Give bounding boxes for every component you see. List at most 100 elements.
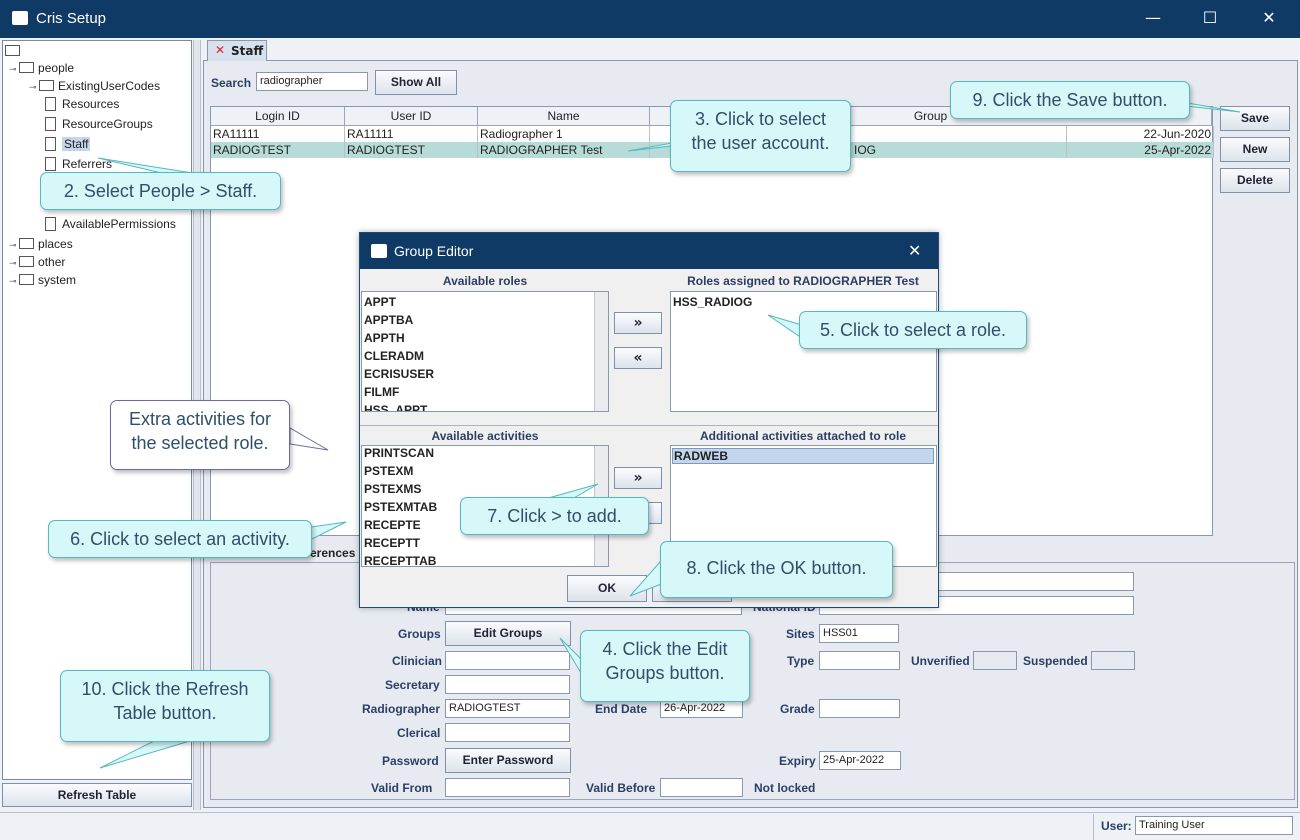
list-item[interactable]: RECEPTE <box>364 518 421 532</box>
valid-from-field[interactable] <box>445 778 570 797</box>
type-label: Type <box>787 654 815 668</box>
list-item[interactable]: FILMF <box>364 385 400 399</box>
remove-role-button[interactable]: « <box>614 347 662 369</box>
app-logo-icon <box>371 244 387 258</box>
groups-label: Groups <box>398 627 441 641</box>
dialog-titlebar: Group Editor ✕ <box>360 233 938 269</box>
close-tab-icon[interactable]: ✕ <box>215 43 226 57</box>
suspended-field[interactable] <box>1091 651 1135 670</box>
callout-step-8: 8. Click the OK button. <box>660 541 893 598</box>
secretary-field[interactable] <box>445 675 570 694</box>
type-field[interactable] <box>819 651 900 670</box>
search-input[interactable]: radiographer <box>256 72 368 91</box>
column-header-name[interactable]: Name <box>478 107 650 126</box>
dialog-close-button[interactable]: ✕ <box>908 241 922 260</box>
edit-groups-button[interactable]: Edit Groups <box>445 621 571 646</box>
list-item[interactable]: APPTBA <box>364 313 414 327</box>
clinician-label: Clinician <box>392 654 443 668</box>
maximize-button[interactable]: ☐ <box>1202 8 1218 27</box>
tree-item-system[interactable]: ⊸ system <box>9 273 77 287</box>
user-field: Training User <box>1135 816 1293 835</box>
close-button[interactable]: ✕ <box>1262 8 1276 27</box>
refresh-table-button[interactable]: Refresh Table <box>2 783 192 807</box>
column-header-login-id[interactable]: Login ID <box>211 107 345 126</box>
tree-item-availablepermissions[interactable]: AvailablePermissions <box>45 217 176 231</box>
valid-before-label: Valid Before <box>586 781 656 795</box>
app-logo-icon <box>12 11 28 25</box>
show-all-button[interactable]: Show All <box>375 70 457 95</box>
list-item[interactable]: APPTH <box>364 331 405 345</box>
document-icon <box>45 137 56 151</box>
callout-step-2: 2. Select People > Staff. <box>40 172 281 210</box>
lock-status: Not locked <box>754 781 816 795</box>
unverified-field[interactable] <box>973 651 1017 670</box>
tab-preferences[interactable]: erences <box>310 546 356 560</box>
clinician-field[interactable] <box>445 651 570 670</box>
grade-field[interactable] <box>819 699 900 718</box>
new-button[interactable]: New <box>1220 137 1290 162</box>
valid-from-label: Valid From <box>371 781 433 795</box>
tree-item-places[interactable]: ⊸ places <box>9 237 73 251</box>
status-bar: User: Training User <box>0 812 1300 840</box>
tree-item-resources[interactable]: Resources <box>45 97 119 111</box>
folder-icon <box>19 256 35 267</box>
list-item[interactable]: RECEPTTAB <box>364 554 437 567</box>
delete-button[interactable]: Delete <box>1220 168 1290 193</box>
add-role-button[interactable]: » <box>614 312 662 334</box>
clerical-field[interactable] <box>445 723 570 742</box>
list-item[interactable]: HSS_APPT <box>364 403 428 412</box>
enter-password-button[interactable]: Enter Password <box>445 748 571 773</box>
available-roles-list: APPT APPTBA APPTH CLERADM ECRISUSER FILM… <box>361 291 609 412</box>
user-label: User: <box>1101 819 1132 833</box>
folder-icon <box>19 238 35 249</box>
tree-item-staff[interactable]: Staff <box>45 137 91 151</box>
tab-staff[interactable]: ✕ Staff <box>207 40 267 61</box>
list-item[interactable]: HSS_RADIOG <box>673 295 753 309</box>
list-item[interactable]: ECRISUSER <box>364 367 435 381</box>
expand-toggle-icon: ⊸ <box>29 82 40 92</box>
callout-step-6: 6. Click to select an activity. <box>48 520 312 558</box>
clerical-label: Clerical <box>397 726 441 740</box>
save-button[interactable]: Save <box>1220 106 1290 131</box>
document-icon <box>45 117 56 131</box>
radiographer-label: Radiographer <box>362 702 441 716</box>
minimize-button[interactable]: — <box>1145 8 1161 27</box>
list-item[interactable]: APPT <box>364 295 397 309</box>
tree-item-other[interactable]: ⊸ other <box>9 255 66 269</box>
unverified-label: Unverified <box>911 654 970 668</box>
expiry-field[interactable]: 25-Apr-2022 <box>819 751 901 770</box>
list-item[interactable]: PSTEXM <box>364 464 414 478</box>
list-item[interactable]: RADWEB <box>672 448 934 464</box>
add-activity-button[interactable]: » <box>614 467 662 489</box>
valid-before-field[interactable] <box>660 778 743 797</box>
tree-item-existingusercodes[interactable]: ⊸ ExistingUserCodes <box>29 79 161 93</box>
folder-icon <box>39 80 55 91</box>
document-icon <box>45 217 56 231</box>
folder-icon <box>5 45 20 56</box>
list-item[interactable]: RECEPTT <box>364 536 421 550</box>
ok-button[interactable]: OK <box>567 575 647 602</box>
document-icon <box>45 97 56 111</box>
folder-icon <box>19 274 35 285</box>
tree-item-referrers[interactable]: Referrers <box>45 157 112 171</box>
suspended-label: Suspended <box>1023 654 1088 668</box>
tree-root[interactable] <box>5 44 24 58</box>
list-item[interactable]: CLERADM <box>364 349 424 363</box>
expand-toggle-icon: ⊸ <box>9 240 20 250</box>
list-item[interactable]: PRINTSCAN <box>364 446 435 460</box>
tree-item-people[interactable]: ⊸ people <box>9 61 75 75</box>
callout-step-5: 5. Click to select a role. <box>799 311 1027 349</box>
list-item[interactable]: PSTEXMTAB <box>364 500 438 514</box>
radiographer-field[interactable]: RADIOGTEST <box>445 699 570 718</box>
tree-item-resourcegroups[interactable]: ResourceGroups <box>45 117 153 131</box>
list-item[interactable]: PSTEXMS <box>364 482 422 496</box>
available-activities-title: Available activities <box>431 429 539 443</box>
expand-toggle-icon: ⊸ <box>9 276 20 286</box>
column-header-user-id[interactable]: User ID <box>345 107 478 126</box>
roles-scrollbar[interactable] <box>594 292 608 411</box>
status-divider <box>1093 814 1094 840</box>
callout-step-9: 9. Click the Save button. <box>950 81 1190 119</box>
sites-field[interactable]: HSS01 <box>819 624 899 643</box>
